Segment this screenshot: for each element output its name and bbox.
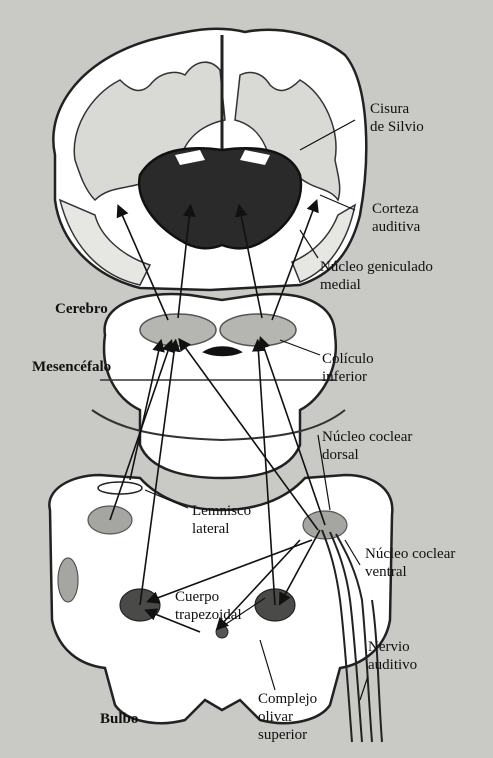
label-coliculo-inferior: Colículo inferior xyxy=(322,350,374,386)
midbrain-section xyxy=(92,294,345,478)
label-mesencefalo: Mesencéfalo xyxy=(32,358,111,376)
label-nervio-auditivo: Nervio auditivo xyxy=(368,638,417,674)
cerebrum-section xyxy=(53,29,366,290)
midbrain-outline xyxy=(104,294,336,478)
label-corteza-auditiva: Corteza auditiva xyxy=(372,200,420,236)
label-cuerpo-trapezoidal: Cuerpo trapezoidal xyxy=(175,588,242,624)
cerebral-aqueduct xyxy=(205,348,240,356)
label-lemnisco-lateral: Lemnisco lateral xyxy=(192,502,251,538)
label-nucleo-coclear-ventral: Núcleo coclear ventral xyxy=(365,545,455,581)
inferior-colliculus-left xyxy=(140,314,216,346)
label-nucleo-geniculado: Núcleo geniculado medial xyxy=(320,258,433,294)
trapezoid-nucleus xyxy=(216,626,228,638)
label-cerebro: Cerebro xyxy=(55,300,108,318)
label-bulbo: Bulbo xyxy=(100,710,138,728)
label-complejo-olivar: Complejo olivar superior xyxy=(258,690,317,744)
label-nucleo-coclear-dorsal: Núcleo coclear dorsal xyxy=(322,428,412,464)
label-cisura-silvio: Cisura de Silvio xyxy=(370,100,424,136)
ventral-cochlear-nucleus-left xyxy=(58,558,78,602)
